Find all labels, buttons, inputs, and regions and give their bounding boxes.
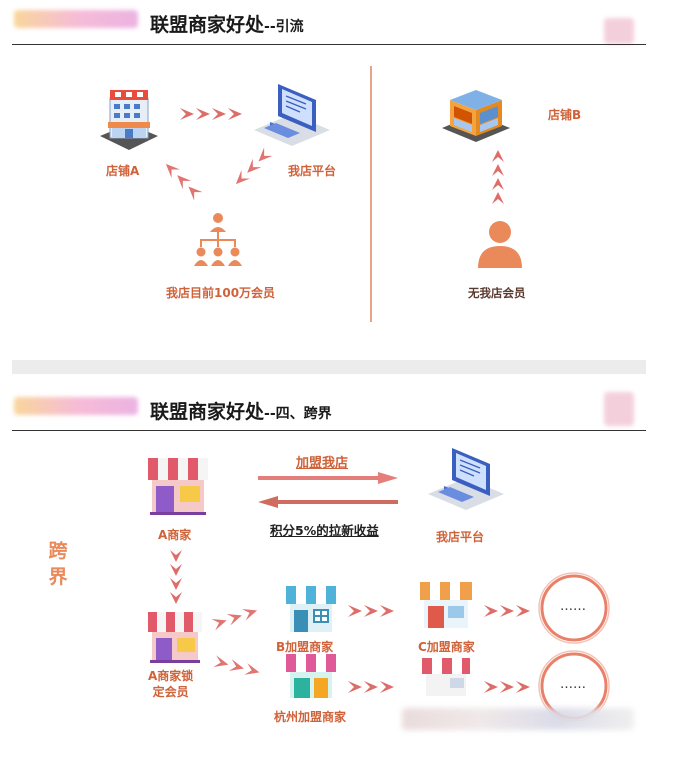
members-group-icon (194, 213, 242, 266)
section1-title-main: 联盟商家好处 (150, 14, 265, 36)
merchant-a-locked-label: A商家锁 定会员 (148, 668, 193, 700)
store-icon-merchant-hz (286, 654, 336, 698)
section2-title-sub: --四、跨界 (264, 406, 332, 422)
arrow-platform-to-merchant (258, 496, 398, 508)
arrow-shop-a-to-platform (180, 108, 242, 120)
store-icon-merchant-a-locked (148, 612, 202, 663)
members-label: 我店目前100万会员 (166, 286, 276, 300)
shop-a-label: 店铺A (106, 164, 140, 178)
arrow-hz-to-next (348, 681, 394, 693)
building-icon-shop-b (442, 90, 510, 142)
platform-label-2: 我店平台 (436, 530, 485, 544)
building-icon-shop-a (100, 90, 158, 150)
shop-b-label: 店铺B (548, 108, 582, 122)
blurred-logo-left-2 (14, 397, 138, 415)
blurred-logo-left-1 (14, 10, 138, 28)
section-divider-band (12, 360, 646, 374)
merchant-a-label: A商家 (158, 528, 192, 542)
circle-more-top (538, 572, 610, 644)
section1-title-sub: --引流 (264, 19, 304, 35)
circle-more-top-text: …… (560, 599, 586, 614)
side-label-cross: 跨 界 (46, 538, 70, 590)
section2-underline (12, 430, 646, 431)
merchant-c-label: C加盟商家 (418, 640, 475, 654)
circle-more-bottom-text: …… (560, 677, 586, 692)
arrow-a-locked-to-b (211, 609, 258, 631)
blurred-logo-right-1 (604, 18, 634, 44)
arrow-merchant-to-platform (258, 472, 398, 484)
store-icon-merchant-b (286, 586, 336, 632)
platform-label-1: 我店平台 (288, 164, 337, 178)
blurred-watermark-bottom (402, 708, 634, 730)
side-label-char-2: 界 (48, 566, 68, 588)
merchant-a-locked-line-2: 定会员 (152, 685, 189, 699)
arrow-members-to-shop-a (165, 163, 203, 201)
section1-divider (370, 66, 372, 322)
blurred-logo-right-2 (604, 392, 634, 426)
section1-title: 联盟商家好处--引流 (150, 10, 304, 37)
section1-underline (12, 44, 646, 45)
section2-title: 联盟商家好处--四、跨界 (150, 397, 332, 424)
arrow-b-to-c (348, 605, 394, 617)
circle-more-bottom (538, 650, 610, 722)
person-icon (478, 221, 522, 268)
computer-icon-platform-1 (254, 84, 330, 146)
merchant-hz-label: 杭州加盟商家 (274, 710, 347, 724)
store-icon-merchant-next (422, 658, 470, 696)
arrow-next-to-circle (484, 681, 530, 693)
no-member-label: 无我店会员 (468, 286, 526, 300)
section2-title-main: 联盟商家好处 (150, 401, 265, 423)
computer-icon-platform-2 (428, 448, 504, 510)
arrow-platform-to-members (235, 147, 273, 185)
store-icon-merchant-c (420, 582, 472, 628)
arrow-a-locked-to-hz (213, 655, 260, 675)
arrow-c-to-circle (484, 605, 530, 617)
merchant-b-label: B加盟商家 (276, 640, 334, 654)
arrow-person-to-shop-b (492, 150, 504, 204)
points-label: 积分5%的拉新收益 (270, 523, 379, 538)
merchant-a-locked-line-1: A商家锁 (148, 669, 194, 683)
store-icon-merchant-a (148, 458, 208, 515)
join-label: 加盟我店 (296, 456, 349, 471)
arrow-merchant-a-down (170, 550, 182, 604)
side-label-char-1: 跨 (48, 540, 68, 562)
